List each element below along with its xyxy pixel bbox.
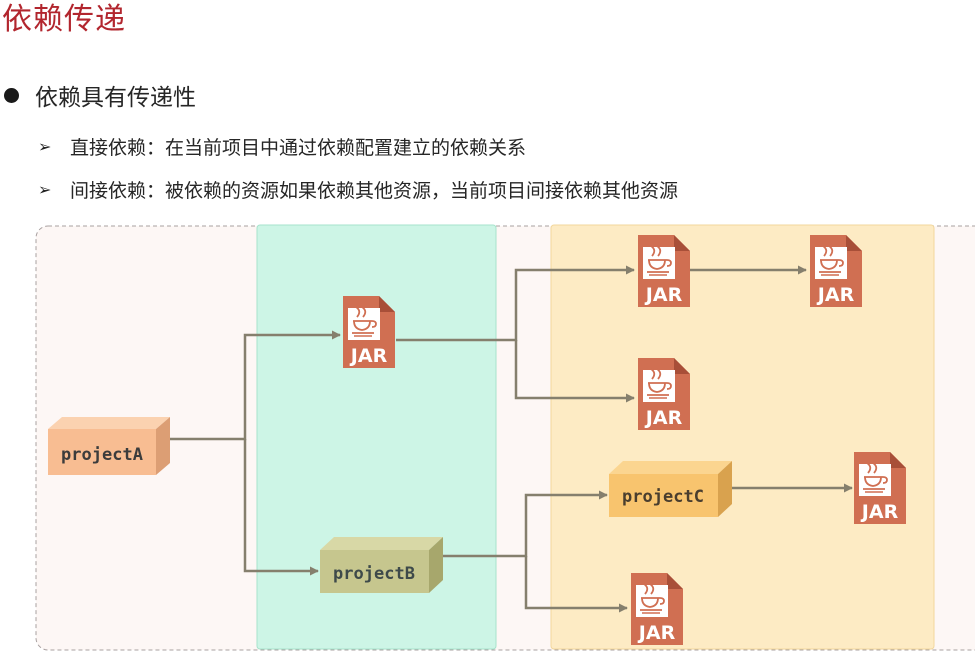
jar-icon: JAR: [637, 234, 691, 308]
jar-label: JAR: [644, 284, 683, 306]
indirect-dependency-zone: [550, 224, 935, 650]
sub-item-direct: ➢ 直接依赖：在当前项目中通过依赖配置建立的依赖关系: [38, 132, 526, 160]
sub-item-indirect: ➢ 间接依赖：被依赖的资源如果依赖其他资源，当前项目间接依赖其他资源: [38, 175, 678, 203]
projectB-box: projectB: [320, 537, 443, 593]
projectC-label: projectC: [622, 487, 704, 507]
projectA-box: projectA: [48, 417, 170, 475]
projectC-box: projectC: [609, 461, 732, 517]
jar-label: JAR: [816, 284, 855, 306]
jar-label: JAR: [637, 622, 676, 644]
bullet-dot-icon: [4, 87, 19, 103]
jar-icon: JAR: [637, 357, 691, 431]
jar-label: JAR: [644, 407, 683, 429]
jar-label: JAR: [349, 345, 388, 367]
jar-icon: JAR: [342, 295, 396, 369]
jar-label: JAR: [860, 501, 899, 523]
bullet-item: 依赖具有传递性: [4, 78, 196, 112]
projectA-label: projectA: [61, 445, 143, 465]
bullet-text: 依赖具有传递性: [35, 85, 196, 111]
sub-item-text: 间接依赖：被依赖的资源如果依赖其他资源，当前项目间接依赖其他资源: [70, 179, 679, 202]
jar-icon: JAR: [630, 572, 684, 646]
arrow-bullet-icon: ➢: [38, 179, 52, 199]
jar-icon: JAR: [853, 451, 907, 525]
projectB-label: projectB: [333, 564, 415, 584]
page-title: 依赖传递: [2, 2, 126, 37]
sub-item-text: 直接依赖：在当前项目中通过依赖配置建立的依赖关系: [70, 136, 527, 159]
connector-lines: [168, 265, 853, 613]
arrow-bullet-icon: ➢: [38, 136, 52, 156]
jar-icon: JAR: [809, 234, 863, 308]
